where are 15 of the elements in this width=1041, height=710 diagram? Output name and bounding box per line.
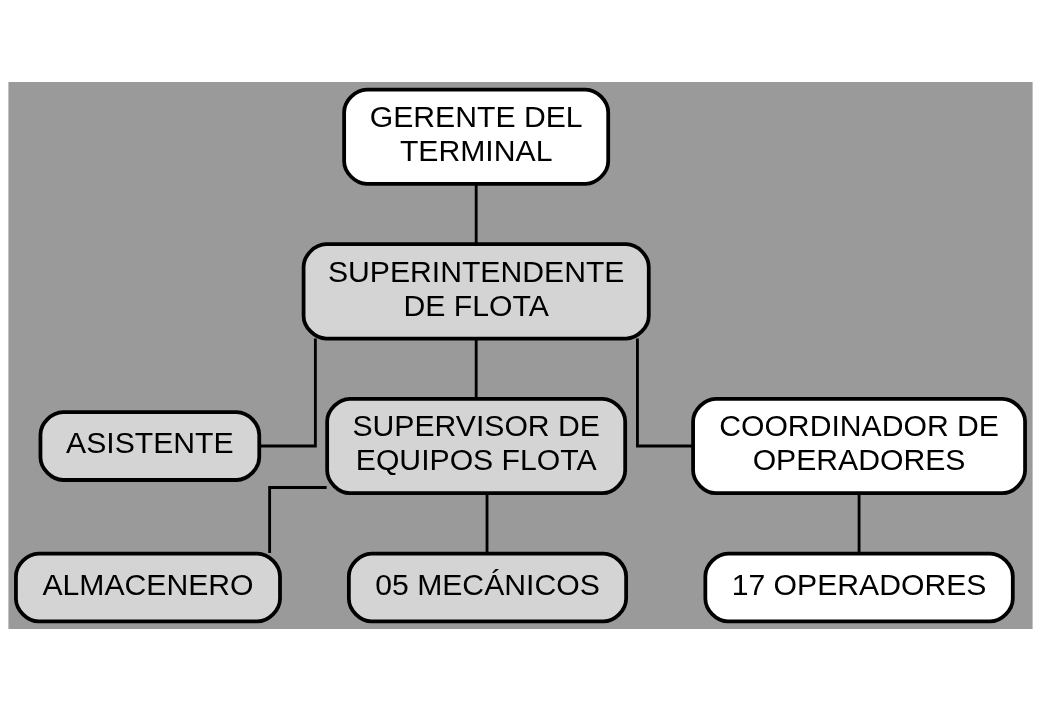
- node-box: 17 OPERADORES: [703, 551, 1015, 623]
- connector: [474, 338, 478, 399]
- connector: [636, 338, 693, 447]
- connector: [259, 338, 317, 447]
- connector: [474, 183, 478, 244]
- node-box: GERENTE DEL TERMINAL: [342, 87, 611, 186]
- connector: [268, 485, 327, 553]
- node-box: SUPERVISOR DE EQUIPOS FLOTA: [325, 396, 628, 495]
- connector: [485, 493, 489, 553]
- node-box: ASISTENTE: [38, 409, 262, 482]
- node-box: ALMACENERO: [14, 551, 282, 623]
- node-box: SUPERINTENDENTE DE FLOTA: [301, 241, 651, 340]
- node-box: COORDINADOR DE OPERADORES: [691, 396, 1027, 495]
- node-box: 05 MECÁNICOS: [346, 551, 628, 623]
- connector: [857, 493, 861, 553]
